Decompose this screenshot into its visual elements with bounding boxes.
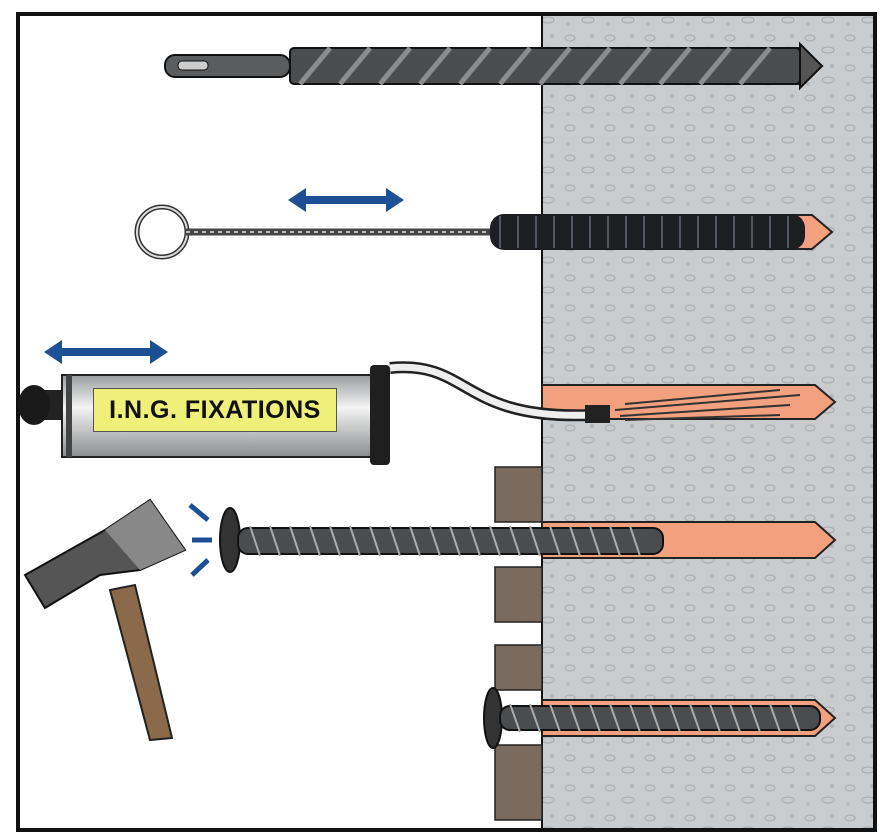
- impact-lines-icon: [188, 503, 212, 577]
- installed-anchor: [483, 687, 821, 749]
- gun-motion-arrow-icon: [44, 340, 168, 364]
- gun-brand-label: I.N.G. FIXATIONS: [93, 388, 337, 432]
- brush-motion-arrow-icon: [288, 188, 404, 212]
- hammer-icon: [23, 498, 187, 742]
- masonry-blocks: [494, 466, 543, 821]
- frame: [16, 12, 877, 832]
- threaded-rod-hammering: [219, 507, 664, 573]
- drill-bit: [164, 41, 824, 91]
- cleaning-brush: [134, 204, 805, 260]
